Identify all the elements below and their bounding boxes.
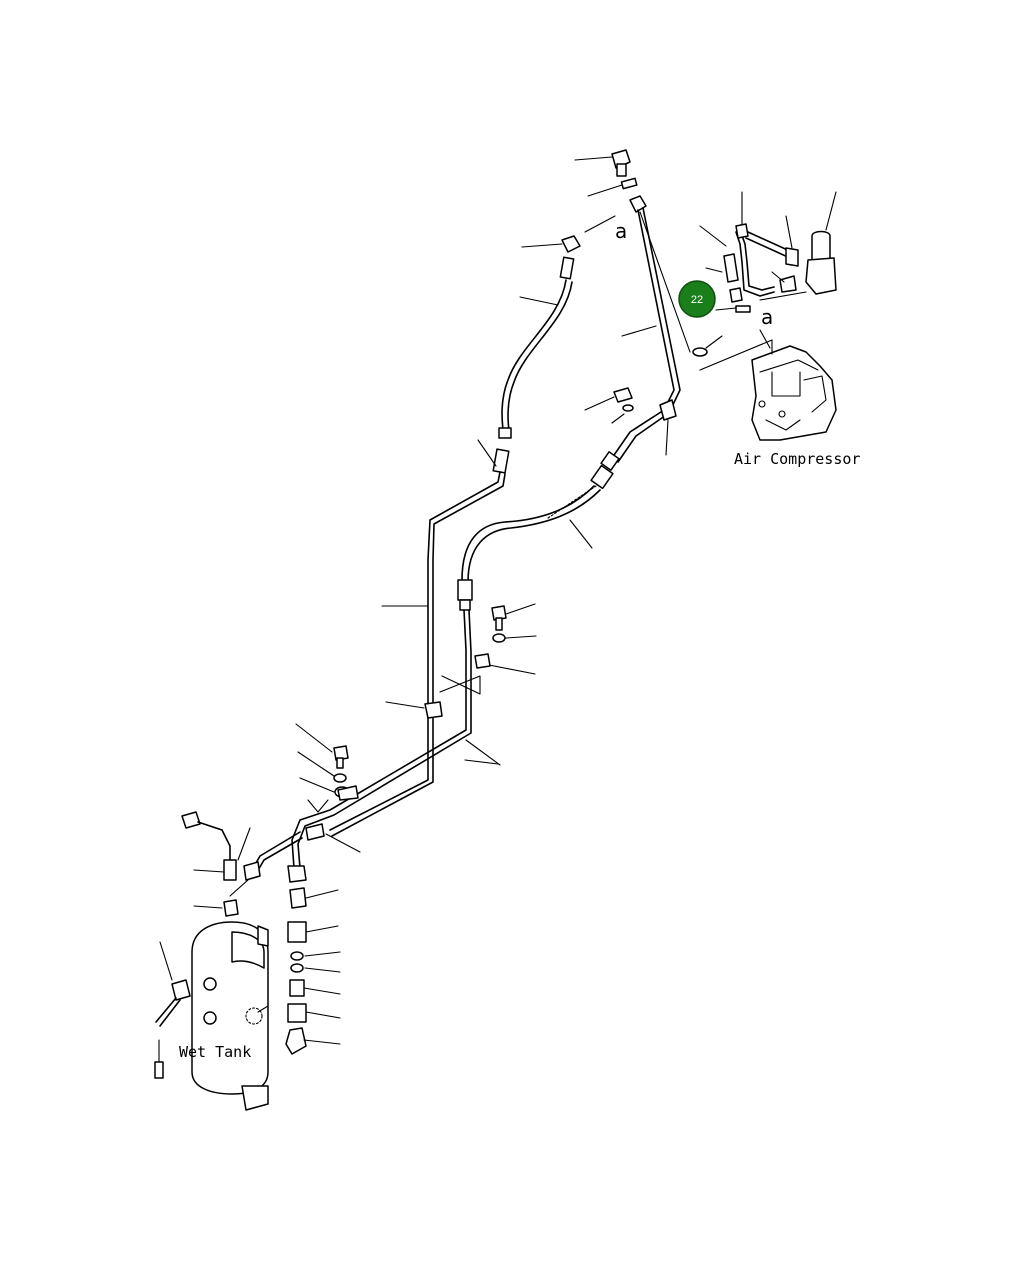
connection-letter-right: a [761, 305, 773, 329]
air-compressor [699, 329, 837, 441]
air-compressor-label: Air Compressor [734, 450, 860, 468]
connection-letter-left: a [615, 219, 627, 243]
upper-hose [498, 256, 575, 439]
metal-tube-top [584, 207, 691, 463]
callout-number: 22 [691, 294, 703, 306]
middle-hose [457, 451, 620, 611]
compressor-fittings [692, 191, 837, 357]
tank-drain [154, 941, 191, 1079]
top-fittings [521, 149, 647, 253]
left-middle-fasteners [295, 723, 361, 853]
tank-fittings-stack [285, 887, 341, 1055]
left-long-tube [329, 439, 510, 837]
wet-tank [191, 921, 269, 1111]
mid-right-fasteners [464, 603, 537, 765]
small-pipe-left [229, 827, 303, 897]
lower-tube [287, 609, 501, 883]
tank-switch [181, 811, 239, 917]
wet-tank-label: Wet Tank [179, 1043, 251, 1061]
callout-badge-22[interactable]: 22 [678, 280, 716, 318]
